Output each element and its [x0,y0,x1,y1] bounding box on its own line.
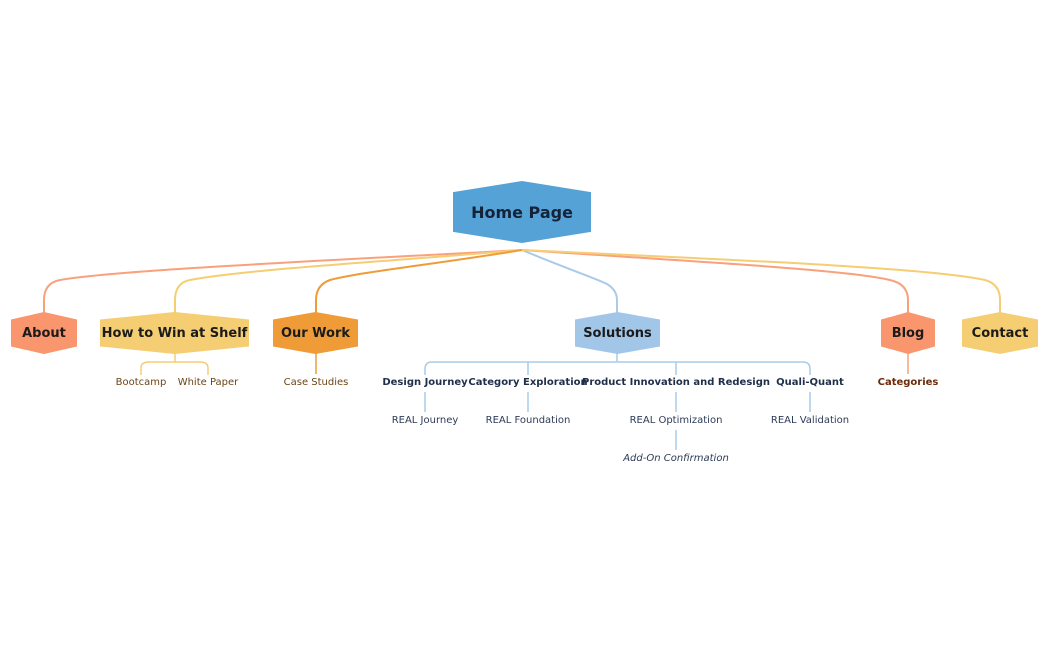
topic-category-exploration[interactable]: Category Exploration [468,377,588,388]
topic-bootcamp[interactable]: Bootcamp [115,377,167,388]
topic-case-studies[interactable]: Case Studies [283,377,349,388]
branch-label-our-work: Our Work [280,325,351,341]
branch-node-about[interactable]: About [11,312,77,354]
branch-node-solutions[interactable]: Solutions [575,312,660,354]
topic-white-paper[interactable]: White Paper [177,377,239,388]
root-node-home-page[interactable]: Home Page [453,181,591,243]
branch-node-our-work[interactable]: Our Work [273,312,358,354]
topic-real-foundation[interactable]: REAL Foundation [485,415,571,426]
topic-add-on-confirmation[interactable]: Add-On Confirmation [623,453,729,464]
topic-real-validation[interactable]: REAL Validation [770,415,850,426]
connector-solutions-grandchildren [424,392,811,450]
branch-label-how-to-win: How to Win at Shelf [101,325,248,341]
topic-categories[interactable]: Categories [877,377,939,388]
connector-solutions [521,249,618,316]
connector-blog [521,249,909,316]
branch-node-how-to-win[interactable]: How to Win at Shelf [100,312,249,354]
root-label: Home Page [471,202,573,222]
topic-product-innovation[interactable]: Product Innovation and Redesign [582,377,770,388]
connector-contact [521,249,1001,316]
branch-label-solutions: Solutions [583,325,652,341]
topic-design-journey[interactable]: Design Journey [382,377,468,388]
topic-quali-quant[interactable]: Quali-Quant [776,377,844,388]
branch-label-blog: Blog [891,325,925,341]
connector-howto-children [140,352,209,375]
branch-node-contact[interactable]: Contact [962,312,1038,354]
branch-node-blog[interactable]: Blog [881,312,935,354]
connector-solutions-children [424,352,811,375]
branch-label-contact: Contact [971,325,1029,341]
topic-real-journey[interactable]: REAL Journey [391,415,459,426]
connector-about [43,249,523,316]
connector-howto [174,249,523,316]
topic-real-optimization[interactable]: REAL Optimization [629,415,723,426]
connector-ourwork [315,249,523,316]
branch-label-about: About [22,325,66,341]
